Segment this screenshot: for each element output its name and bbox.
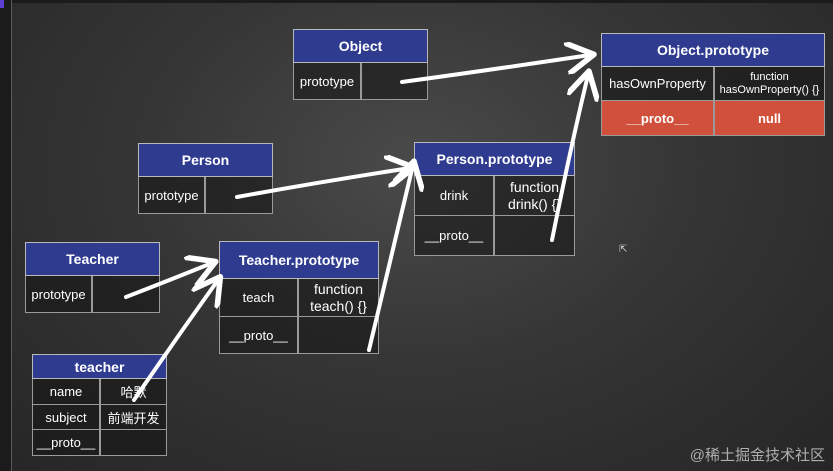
object-prototype-proto-key: __proto__: [601, 101, 714, 136]
object-prototype-proto-null: null: [714, 101, 825, 136]
teacher-instance-box: teacher name 哈默 subject 前端开发 __proto__: [32, 354, 167, 456]
object-title: Object: [293, 29, 428, 63]
object-prototype-box: Object.prototype hasOwnProperty function…: [601, 33, 825, 136]
has-own-property-key: hasOwnProperty: [601, 67, 714, 101]
teacher-title: Teacher: [25, 242, 160, 276]
person-prototype-key: prototype: [138, 177, 205, 214]
teacher-prototype-proto-value: [298, 317, 379, 354]
person-prototype-proto-value: [494, 216, 575, 256]
person-prototype-proto-key: __proto__: [414, 216, 494, 256]
person-prototype-value: [205, 177, 273, 214]
teacher-constructor-box: Teacher prototype: [25, 242, 160, 313]
has-own-property-value: function hasOwnProperty() {}: [714, 67, 825, 101]
object-prototype-value: [361, 63, 428, 100]
drink-value: function drink() {}: [494, 176, 575, 216]
drink-key: drink: [414, 176, 494, 216]
teacher-instance-title: teacher: [32, 354, 167, 379]
teacher-instance-proto-value: [100, 430, 167, 456]
name-value: 哈默: [100, 379, 167, 405]
person-prototype-box: Person.prototype drink function drink() …: [414, 142, 575, 256]
object-prototype-title: Object.prototype: [601, 33, 825, 67]
arrow-object-to-object-prototype: [400, 55, 590, 84]
teacher-prototype-key: prototype: [25, 276, 92, 313]
name-key: name: [32, 379, 100, 405]
teacher-prototype-value: [92, 276, 160, 313]
subject-value: 前端开发: [100, 405, 167, 430]
person-prototype-title: Person.prototype: [414, 142, 575, 176]
window-top-edge: [0, 0, 833, 3]
teacher-prototype-title: Teacher.prototype: [219, 241, 379, 279]
object-prototype-key: prototype: [293, 63, 361, 100]
person-constructor-box: Person prototype: [138, 143, 273, 214]
watermark: @稀土掘金技术社区: [689, 447, 825, 464]
teacher-prototype-box: Teacher.prototype teach function teach()…: [219, 241, 379, 354]
window-left-edge: [0, 0, 12, 471]
teacher-prototype-proto-key: __proto__: [219, 317, 298, 354]
mouse-cursor-icon: ⇱: [619, 244, 628, 255]
teach-value: function teach() {}: [298, 279, 379, 317]
object-constructor-box: Object prototype: [293, 29, 428, 100]
subject-key: subject: [32, 405, 100, 430]
teach-key: teach: [219, 279, 298, 317]
teacher-instance-proto-key: __proto__: [32, 430, 100, 456]
person-title: Person: [138, 143, 273, 177]
window-accent-mark: [0, 0, 4, 8]
